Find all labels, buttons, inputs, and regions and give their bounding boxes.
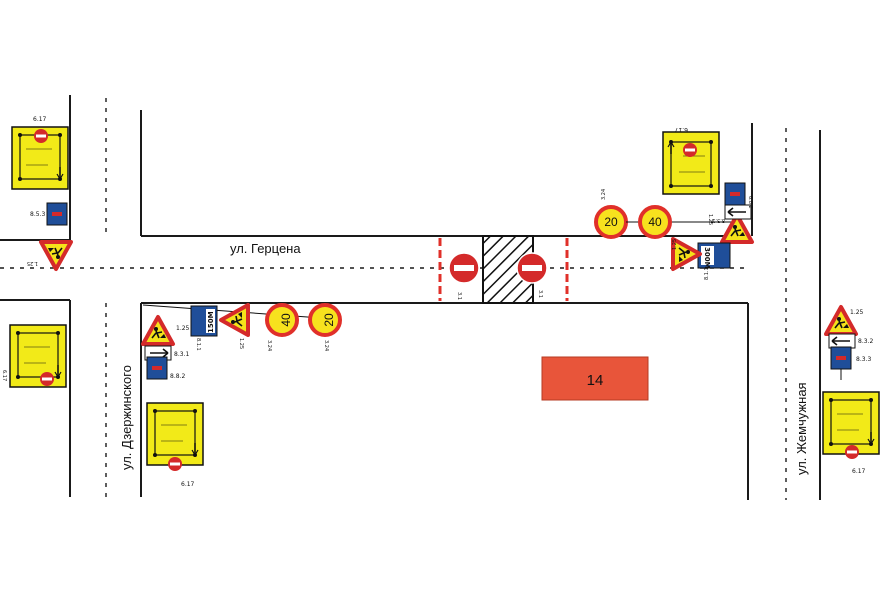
- sign-code-speed-west-40: 3.24: [266, 340, 272, 351]
- sign-code-road-works-west: 1.25: [176, 325, 190, 332]
- sign-code-arrow-right: 8.3.3: [856, 356, 871, 363]
- road-works-sign-west: [141, 315, 175, 346]
- blue-zone-plate-top-left: [46, 202, 68, 226]
- sign-code-road-works-east-2: 1.25: [672, 239, 678, 250]
- distance-label-300m: 300М: [703, 247, 711, 269]
- no-entry-sign-west: [448, 252, 480, 284]
- sign-code-direction-west: 8.3.1: [174, 351, 189, 358]
- sign-code-table-west: 8.8.2: [170, 373, 185, 380]
- blue-table-east: [724, 182, 746, 206]
- sign-code-detour-top-right: 6.17: [674, 126, 688, 133]
- sign-code-road-works-west-2: 1.25: [238, 338, 244, 349]
- speed-value-40-east: 40: [648, 215, 662, 229]
- speed-value-20-west: 20: [322, 313, 336, 327]
- detour-scheme-dzerzhinskogo: [146, 402, 204, 471]
- arrow-left-plate-far-east: [828, 333, 856, 349]
- road-works-sign-top-left: [39, 240, 73, 271]
- sign-code-detour-top-left: 6.17: [33, 116, 47, 123]
- street-label-dzerzhinskogo: ул. Дзержинского: [119, 365, 134, 470]
- sign-code-detour-dzerzhinskogo: 6.17: [181, 481, 195, 488]
- speed-value-20-east: 20: [604, 215, 618, 229]
- road-works-sign-west-2: [219, 303, 250, 337]
- sign-code-no-entry-west: 3.1: [456, 292, 462, 300]
- detour-scheme-zhemchuzhnaya: [822, 391, 880, 459]
- sign-code-table-east: 6.8.2: [747, 196, 753, 209]
- building-14: [541, 356, 649, 401]
- sign-code-detour-left: 6.17: [1, 370, 7, 381]
- sign-code-road-works-far-east: 1.25: [850, 309, 864, 316]
- sign-code-road-works-east: 1.25: [707, 214, 713, 225]
- sign-code-zone-top-left: 8.5.3: [30, 211, 45, 218]
- blue-table-west: [146, 356, 168, 380]
- distance-plate-150m: [190, 305, 218, 337]
- distance-label-150m: 150М: [207, 311, 215, 333]
- sign-code-no-entry-east: 3.1: [537, 290, 543, 298]
- street-label-gertsena: ул. Герцена: [230, 241, 301, 256]
- sign-code-distance-east: 8.1.1: [704, 267, 710, 280]
- speed-value-40-west: 40: [279, 313, 293, 327]
- street-label-zhemchuzhnaya: ул. Жемчужная: [794, 382, 809, 475]
- sign-code-detour-zhemchuzhnaya: 6.17: [852, 468, 866, 475]
- building-number: 14: [587, 372, 604, 389]
- sign-code-speed-west-20: 3.24: [323, 340, 329, 351]
- center-lines: [0, 98, 787, 500]
- sign-code-direction-east: 8.3.1: [712, 217, 725, 223]
- detour-scheme-top-left: [11, 126, 69, 190]
- sign-code-road-works-top-left: 1.25: [27, 260, 38, 266]
- detour-scheme-left: [9, 324, 67, 388]
- no-entry-sign-east: [516, 252, 548, 284]
- sign-code-arrow-left: 8.3.2: [858, 338, 873, 345]
- sign-code-distance-west: 8.1.1: [195, 338, 201, 351]
- distance-plate-300m: [697, 242, 731, 269]
- road-closure: [438, 235, 569, 304]
- detour-scheme-top-right: [662, 131, 720, 195]
- sign-code-speed-east-20: 3.24: [601, 189, 607, 200]
- blue-table-far-east: [830, 346, 852, 370]
